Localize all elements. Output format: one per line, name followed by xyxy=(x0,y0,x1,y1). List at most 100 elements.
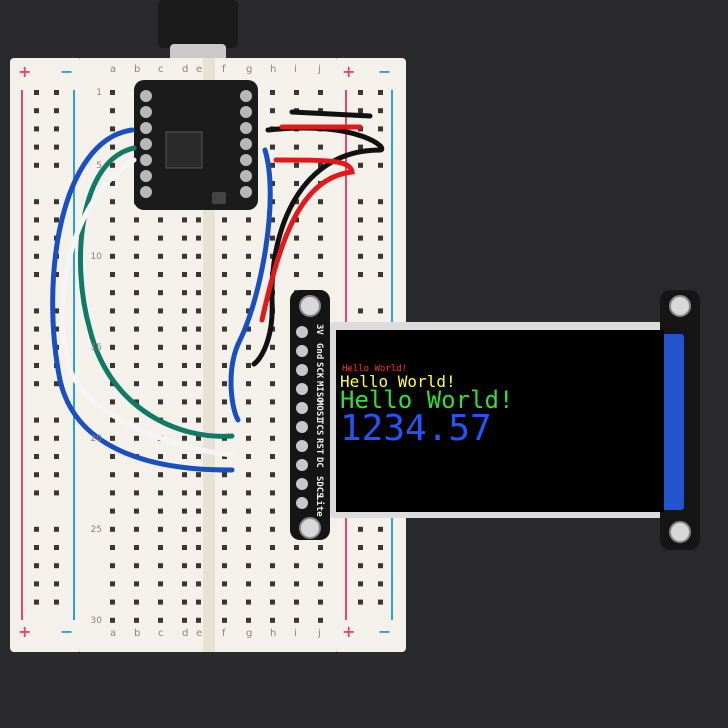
breadboard-hole xyxy=(34,363,39,368)
breakout-pin-label: SCK xyxy=(314,362,324,379)
breadboard-hole xyxy=(222,490,227,496)
column-letter-top: f xyxy=(222,64,226,75)
display-pcb-pin-strip xyxy=(290,290,330,540)
qtpy-pad xyxy=(240,170,252,182)
breadboard-hole xyxy=(222,399,227,405)
breadboard-hole xyxy=(318,599,323,605)
qtpy-pad xyxy=(140,186,152,198)
breadboard-hole xyxy=(246,617,251,623)
breadboard-hole xyxy=(294,90,299,95)
breadboard-hole xyxy=(110,199,115,205)
breadboard-hole xyxy=(378,217,383,223)
wire-blue-2 xyxy=(228,147,273,423)
lcd-line-small: Hello World! xyxy=(342,364,408,374)
wire-red-1 xyxy=(259,157,355,323)
breadboard-hole xyxy=(54,563,59,569)
breadboard-hole xyxy=(182,563,187,569)
breadboard-hole xyxy=(222,617,227,623)
qtpy-pad xyxy=(140,106,152,118)
breadboard-hole xyxy=(222,308,227,314)
breadboard-hole xyxy=(110,490,115,496)
breadboard-hole xyxy=(34,235,39,241)
breadboard-hole xyxy=(34,435,39,441)
qtpy-pad xyxy=(140,138,152,150)
qtpy-pad xyxy=(240,106,252,118)
breadboard-hole xyxy=(182,599,187,605)
column-letter-bottom: d xyxy=(182,628,189,639)
breadboard-hole xyxy=(246,363,251,368)
breadboard-hole xyxy=(110,235,115,241)
breadboard-hole xyxy=(246,545,251,550)
breadboard-hole xyxy=(182,253,187,259)
breadboard-hole xyxy=(158,617,163,623)
row-number: 10 xyxy=(90,251,102,262)
column-letter-bottom: f xyxy=(222,628,226,639)
breadboard-hole xyxy=(196,435,201,441)
breadboard-hole xyxy=(246,472,251,478)
breakout-pin-label: RST xyxy=(314,438,324,455)
breadboard-hole xyxy=(246,308,251,314)
breadboard-hole xyxy=(182,363,187,368)
breakout-pin-label: 3V xyxy=(314,324,324,335)
breadboard-hole xyxy=(54,108,59,114)
breadboard-hole xyxy=(54,126,59,132)
breadboard-hole xyxy=(358,563,363,569)
breakout-pin xyxy=(296,478,308,490)
breadboard-hole xyxy=(196,344,201,350)
breadboard-hole xyxy=(318,217,323,223)
breakout-pin xyxy=(296,440,308,452)
wire-blue-1 xyxy=(50,127,235,473)
breadboard-hole xyxy=(196,253,201,259)
breadboard-hole xyxy=(34,199,39,205)
breadboard-hole xyxy=(182,235,187,241)
breadboard-hole xyxy=(358,526,363,532)
breakout-pin xyxy=(296,326,308,338)
breadboard-hole xyxy=(110,326,115,332)
breadboard-hole xyxy=(182,454,187,459)
breadboard-hole xyxy=(34,162,39,168)
breadboard-hole xyxy=(158,272,163,277)
display-mount-bottom xyxy=(669,521,691,543)
breadboard-hole xyxy=(246,290,251,296)
breadboard-hole xyxy=(182,308,187,314)
breadboard-hole xyxy=(270,162,275,168)
breadboard-hole xyxy=(270,217,275,223)
breadboard-hole xyxy=(54,326,59,332)
breadboard-hole xyxy=(318,235,323,241)
rail-plus-left-bottom: + xyxy=(18,622,32,641)
breadboard-hole xyxy=(246,490,251,496)
breadboard-hole xyxy=(246,563,251,569)
breadboard-hole xyxy=(158,363,163,368)
breadboard-hole xyxy=(34,217,39,223)
breadboard-hole xyxy=(134,399,139,405)
breadboard-hole xyxy=(318,617,323,623)
breadboard-hole xyxy=(134,617,139,623)
column-letter-top: c xyxy=(158,64,164,75)
usb-cable xyxy=(158,0,238,48)
breadboard-hole xyxy=(54,490,59,496)
breadboard-hole xyxy=(358,217,363,223)
qtpy-pad xyxy=(140,90,152,102)
column-letter-bottom: c xyxy=(158,628,164,639)
breakout-pin xyxy=(296,383,308,395)
breadboard-hole xyxy=(54,472,59,478)
breadboard-hole xyxy=(54,545,59,550)
breadboard-hole xyxy=(182,581,187,587)
breadboard-hole xyxy=(34,108,39,114)
breadboard-hole xyxy=(110,90,115,95)
breadboard-hole xyxy=(246,581,251,587)
breadboard-hole xyxy=(182,545,187,550)
breadboard-hole xyxy=(294,563,299,569)
breadboard-hole xyxy=(110,526,115,532)
breadboard-hole xyxy=(34,526,39,532)
breadboard-hole xyxy=(182,417,187,423)
breadboard-hole xyxy=(358,90,363,95)
column-letter-bottom: b xyxy=(134,628,141,639)
breadboard-hole xyxy=(134,545,139,550)
breadboard-hole xyxy=(378,162,383,168)
mount-hole-top xyxy=(299,295,321,317)
breadboard-hole xyxy=(378,545,383,550)
breadboard-hole xyxy=(182,399,187,405)
qtpy-board xyxy=(134,80,258,210)
breadboard-hole xyxy=(110,545,115,550)
